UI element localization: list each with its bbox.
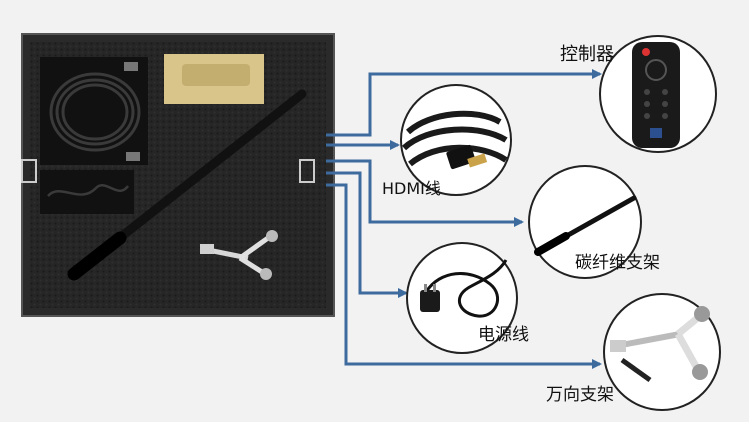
universal-mount-photo (603, 293, 721, 411)
case-photo (21, 33, 335, 317)
arrow-to-pole (326, 159, 524, 227)
label-pole: 碳纤维支架 (575, 253, 660, 273)
remote-control-photo (599, 35, 717, 153)
remote-control-icon (632, 42, 680, 148)
label-hdmi: HDMI线 (382, 179, 441, 198)
mount-in-case (200, 230, 278, 280)
hdmi-cable-icon (401, 110, 508, 167)
arrow-to-mount (326, 183, 602, 369)
power-cord-icon (420, 259, 508, 318)
carbon-pole-photo (528, 165, 642, 279)
universal-mount-icon (610, 306, 710, 383)
label-mount: 万向支架 (546, 385, 614, 405)
hdmi-cable-photo (400, 84, 512, 196)
power-cord-photo (406, 242, 518, 354)
connector-arrows (326, 69, 602, 369)
label-power: 电源线 (478, 325, 529, 345)
arrow-to-remote (326, 69, 602, 137)
arrow-to-power (326, 171, 408, 298)
label-remote: 控制器 (560, 44, 614, 65)
